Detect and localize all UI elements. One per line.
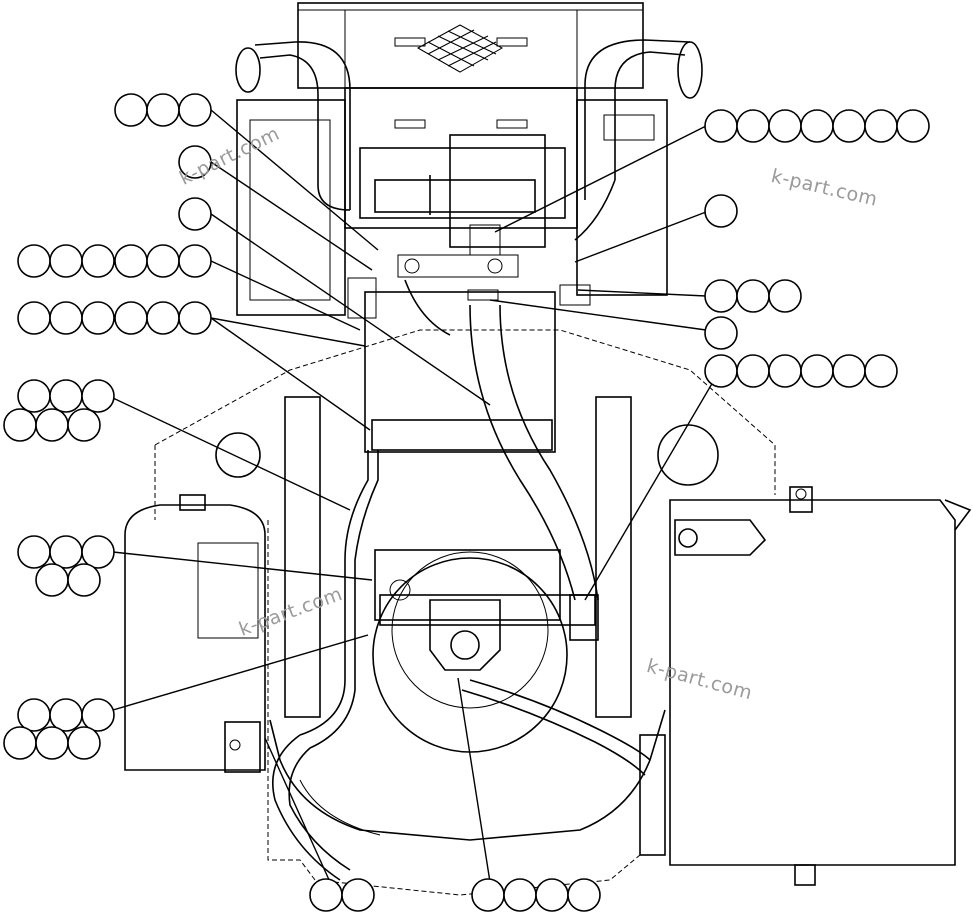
callout-bubble bbox=[800, 109, 834, 143]
callout-bubble bbox=[81, 301, 115, 335]
callout-c13 bbox=[704, 279, 802, 313]
lower-ring bbox=[269, 396, 666, 841]
callout-bubble bbox=[81, 535, 115, 569]
callout-bubble bbox=[471, 878, 505, 912]
right-tank bbox=[639, 424, 972, 886]
callout-bubble bbox=[503, 878, 537, 912]
callout-bubble bbox=[567, 878, 601, 912]
callout-c11 bbox=[704, 109, 930, 143]
callout-c1 bbox=[114, 93, 212, 127]
pump-assembly bbox=[379, 579, 599, 671]
callout-bubble bbox=[49, 379, 83, 413]
callout-bubble bbox=[114, 301, 148, 335]
callout-bubble bbox=[17, 301, 51, 335]
callout-c9 bbox=[309, 878, 375, 912]
callout-bubble bbox=[704, 194, 738, 228]
callout-c6 bbox=[3, 698, 115, 760]
callout-bubble bbox=[864, 354, 898, 388]
callout-bubble bbox=[81, 244, 115, 278]
callout-bubble bbox=[67, 408, 101, 442]
callout-bubble bbox=[35, 408, 69, 442]
callout-bubble bbox=[704, 316, 738, 350]
chassis-outline bbox=[154, 329, 776, 896]
callout-bubble bbox=[704, 109, 738, 143]
side-pipes bbox=[235, 39, 703, 241]
callout-bubble bbox=[146, 301, 180, 335]
callout-bubble bbox=[146, 93, 180, 127]
callout-bubble bbox=[309, 878, 343, 912]
callout-bubble bbox=[17, 698, 51, 732]
callout-c5 bbox=[17, 301, 212, 335]
callout-bubble bbox=[832, 109, 866, 143]
callout-c7 bbox=[3, 379, 115, 442]
left-tank bbox=[124, 432, 266, 773]
callout-bubble bbox=[736, 354, 770, 388]
callout-bubble bbox=[17, 535, 51, 569]
callout-bubble bbox=[768, 109, 802, 143]
leader-lines bbox=[112, 109, 721, 883]
callout-c4 bbox=[17, 244, 212, 278]
callout-bubble bbox=[114, 93, 148, 127]
callout-bubble bbox=[896, 109, 930, 143]
callout-bubble bbox=[864, 109, 898, 143]
callout-bubble bbox=[535, 878, 569, 912]
callout-bubble bbox=[800, 354, 834, 388]
hoses bbox=[271, 279, 651, 881]
callout-bubble bbox=[704, 279, 738, 313]
callout-bubble bbox=[49, 301, 83, 335]
callout-bubble bbox=[81, 379, 115, 413]
callout-bubble bbox=[81, 698, 115, 732]
callout-bubble bbox=[146, 244, 180, 278]
callout-c3 bbox=[178, 197, 212, 231]
callout-bubble bbox=[178, 197, 212, 231]
callout-bubble bbox=[178, 301, 212, 335]
callout-c2 bbox=[178, 145, 212, 179]
callout-bubble bbox=[35, 726, 69, 760]
callout-c15 bbox=[704, 354, 898, 388]
callout-c14 bbox=[704, 316, 738, 350]
callout-bubble bbox=[49, 244, 83, 278]
callout-bubble bbox=[832, 354, 866, 388]
center-tank bbox=[347, 224, 591, 453]
callout-bubble bbox=[67, 726, 101, 760]
grille bbox=[394, 24, 528, 73]
callout-bubble bbox=[114, 244, 148, 278]
callout-bubble bbox=[49, 535, 83, 569]
callout-bubble bbox=[704, 354, 738, 388]
callout-bubble bbox=[17, 379, 51, 413]
callout-bubble bbox=[67, 563, 101, 597]
callout-bubble bbox=[178, 244, 212, 278]
callout-bubble bbox=[3, 408, 37, 442]
callout-bubble bbox=[736, 279, 770, 313]
callout-c10 bbox=[471, 878, 601, 912]
callout-bubble bbox=[768, 279, 802, 313]
callout-bubble bbox=[3, 726, 37, 760]
callout-bubble bbox=[736, 109, 770, 143]
callout-c8 bbox=[17, 535, 115, 597]
callout-bubble bbox=[35, 563, 69, 597]
callout-bubble bbox=[49, 698, 83, 732]
callout-bubble bbox=[178, 93, 212, 127]
callout-bubble bbox=[341, 878, 375, 912]
callout-bubble bbox=[17, 244, 51, 278]
callout-bubble bbox=[768, 354, 802, 388]
callout-bubble bbox=[178, 145, 212, 179]
callout-c12 bbox=[704, 194, 738, 228]
